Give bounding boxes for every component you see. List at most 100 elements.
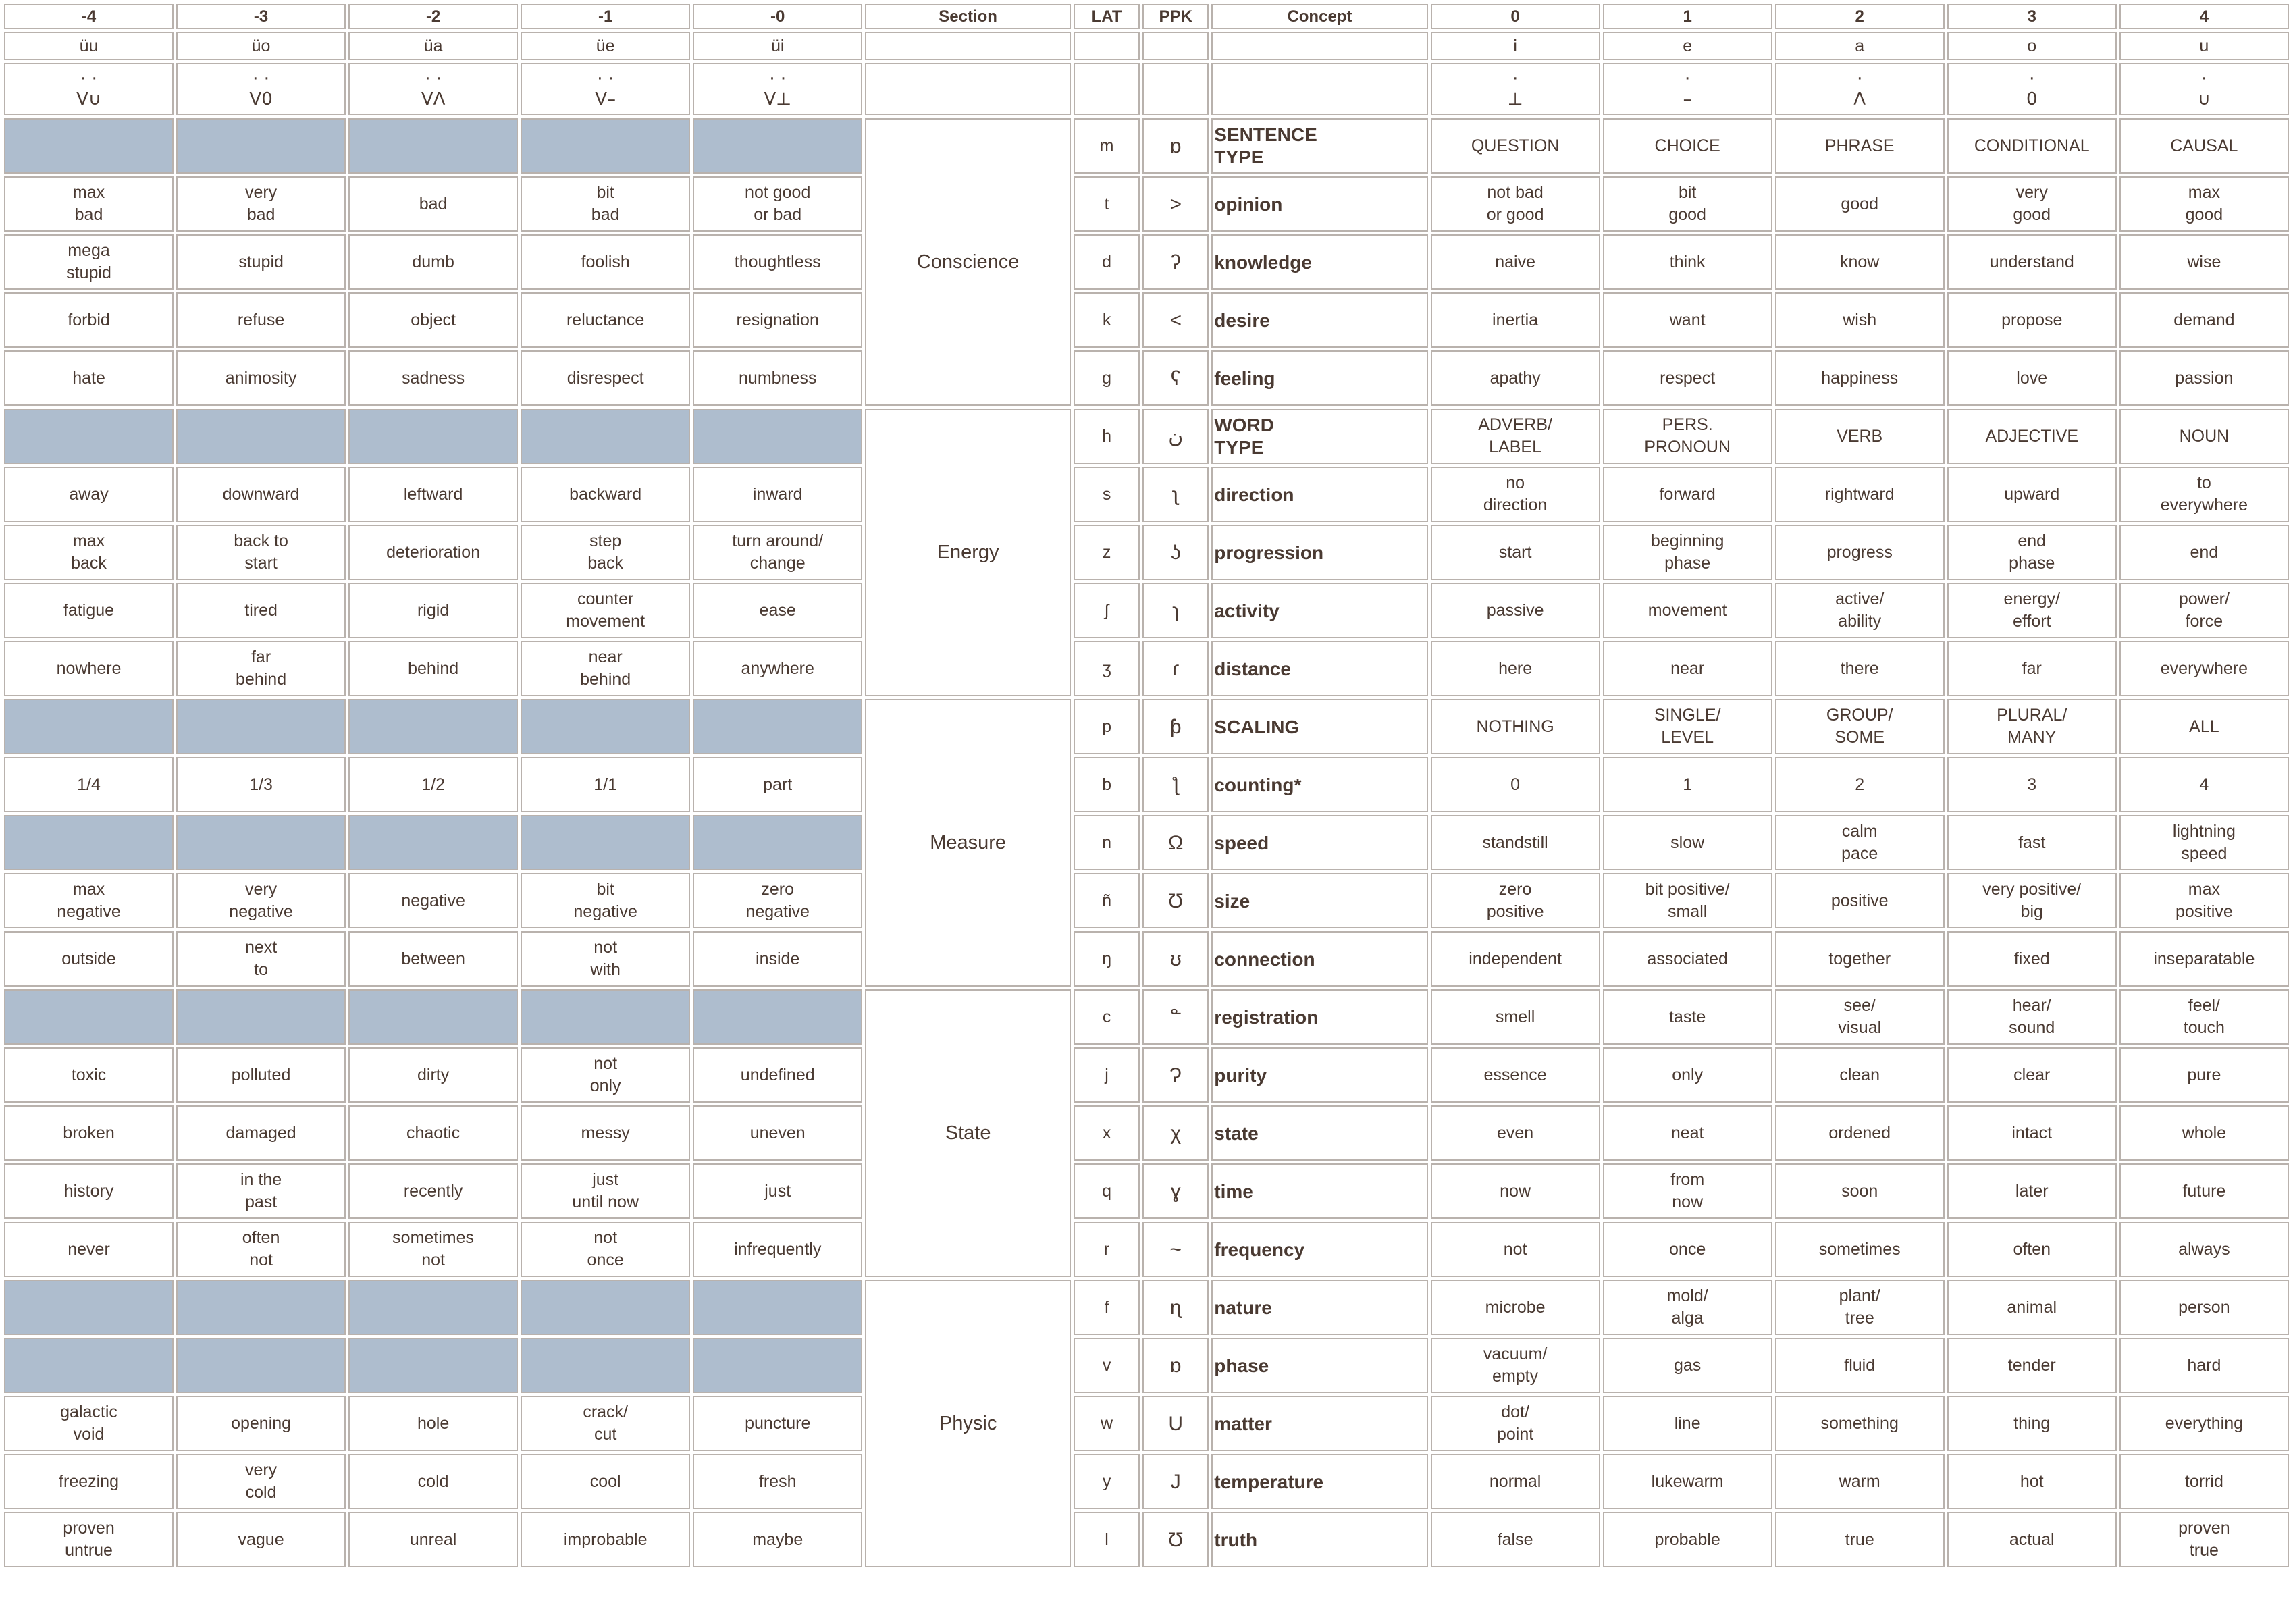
negative-value-cell-text: object xyxy=(411,310,456,330)
negative-value-cell-text: broken xyxy=(63,1123,115,1143)
positive-value-cell-text: happiness xyxy=(1821,368,1899,388)
negative-value-cell-text: numbness xyxy=(739,368,817,388)
positive-value-cell: see/ visual xyxy=(1774,989,1945,1045)
concept-name: knowledge xyxy=(1211,234,1428,290)
lat-letter-text: ʃ xyxy=(1105,600,1109,620)
positive-value-cell: end phase xyxy=(1947,525,2117,580)
positive-value-cell-text: whole xyxy=(2182,1123,2227,1143)
negative-value-cell: near behind xyxy=(521,641,691,696)
concept-name: registration xyxy=(1211,989,1428,1045)
positive-value-cell-text: want xyxy=(1669,310,1706,330)
negative-value-cell-text: polluted xyxy=(231,1065,291,1084)
positive-value-cell-text: very good xyxy=(2013,183,2051,224)
negative-value-cell: cold xyxy=(348,1454,519,1509)
positive-value-cell-text: calm pace xyxy=(1841,822,1878,863)
ppk-glyph-icon: > xyxy=(1169,192,1182,215)
concept-name: distance xyxy=(1211,641,1428,696)
positive-value-cell: mold/ alga xyxy=(1602,1280,1772,1335)
negative-value-cell-text: turn around/ change xyxy=(732,531,824,573)
negative-value-cell: forbid xyxy=(4,292,174,348)
negative-value-cell-text: 1/1 xyxy=(594,775,618,794)
vowel-glyph-icon: · 0 xyxy=(2026,69,2038,109)
concept-name-text: truth xyxy=(1214,1529,1258,1550)
positive-value-cell-text: far xyxy=(2022,658,2042,678)
ppk-glyph-cell: ƪ xyxy=(1142,757,1209,812)
negative-value-cell: fresh xyxy=(693,1454,863,1509)
positive-value-cell-text: apathy xyxy=(1490,368,1541,388)
positive-value-cell-text: very positive/ big xyxy=(1982,880,2082,921)
positive-value-cell: rightward xyxy=(1774,467,1945,522)
negative-value-cell: 1/1 xyxy=(521,757,691,812)
negative-value-cell-text: hole xyxy=(417,1413,450,1433)
positive-value-cell: understand xyxy=(1947,234,2117,290)
lat-letter: r xyxy=(1074,1222,1140,1277)
ppk-glyph-cell: ʊ xyxy=(1142,931,1209,987)
positive-value-cell-text: even xyxy=(1496,1123,1534,1143)
section-label-text: Physic xyxy=(939,1412,997,1434)
lat-letter-text: f xyxy=(1104,1297,1109,1317)
negative-value-cell: dirty xyxy=(348,1047,519,1103)
shaded-empty-cell xyxy=(4,1280,174,1335)
ppk-glyph-cell: Ʊ xyxy=(1142,1512,1209,1567)
positive-value-cell: not bad or good xyxy=(1430,176,1600,232)
concept-name-text: progression xyxy=(1214,542,1324,563)
negative-value-cell: inward xyxy=(693,467,863,522)
negative-value-cell-text: away xyxy=(69,484,109,504)
vowel-glyph-icon: · · VΛ xyxy=(421,69,446,109)
concept-name-text: WORD TYPE xyxy=(1214,415,1274,458)
ppk-glyph-icon: ʊ xyxy=(1169,947,1182,970)
ppk-glyph-icon: ɒ xyxy=(1169,1354,1182,1377)
positive-value-cell-text: respect xyxy=(1660,368,1716,388)
ppk-glyph-icon: ɒ xyxy=(1169,134,1182,157)
positive-value-cell-text: only xyxy=(1672,1065,1704,1084)
concept-name: state xyxy=(1211,1105,1428,1161)
lat-letter: z xyxy=(1074,525,1140,580)
positive-value-cell-text: wish xyxy=(1843,310,1877,330)
concept-name-text: knowledge xyxy=(1214,251,1312,273)
shaded-empty-cell xyxy=(521,118,691,174)
positive-value-cell-text: microbe xyxy=(1485,1297,1546,1317)
positive-value-cell: propose xyxy=(1947,292,2117,348)
negative-value-cell: improbable xyxy=(521,1512,691,1567)
positive-value-cell: from now xyxy=(1602,1163,1772,1219)
shaded-empty-cell xyxy=(176,989,346,1045)
positive-value-cell-text: not bad or good xyxy=(1486,183,1544,224)
positive-value-cell-text: SINGLE/ LEVEL xyxy=(1654,706,1721,747)
lat-letter: s xyxy=(1074,467,1140,522)
positive-value-cell-text: hear/ sound xyxy=(2009,996,2055,1037)
positive-value-cell: apathy xyxy=(1430,350,1600,406)
positive-value-cell-text: end phase xyxy=(2009,531,2055,573)
negative-value-cell: counter movement xyxy=(521,583,691,638)
positive-value-cell-text: energy/ effort xyxy=(2003,590,2060,631)
positive-value-cell-text: pure xyxy=(2187,1065,2221,1084)
negative-value-cell-text: chaotic xyxy=(406,1123,460,1143)
negative-value-cell: polluted xyxy=(176,1047,346,1103)
negative-value-cell: disrespect xyxy=(521,350,691,406)
concept-name-text: SENTENCE TYPE xyxy=(1214,124,1317,167)
lat-letter-text: t xyxy=(1104,194,1109,213)
negative-value-cell-text: backward xyxy=(569,484,642,504)
negative-value-cell-text: in the past xyxy=(240,1170,282,1211)
negative-value-cell: not with xyxy=(521,931,691,987)
positive-value-cell: bit good xyxy=(1602,176,1772,232)
positive-value-cell-text: line xyxy=(1674,1413,1701,1433)
positive-value-cell-text: PHRASE xyxy=(1824,136,1895,155)
lat-letter-text: h xyxy=(1102,426,1112,446)
positive-value-cell: SINGLE/ LEVEL xyxy=(1602,699,1772,754)
negative-value-cell: just until now xyxy=(521,1163,691,1219)
negative-value-cell: numbness xyxy=(693,350,863,406)
concept-name-text: distance xyxy=(1214,658,1291,679)
positive-value-cell: ADVERB/ LABEL xyxy=(1430,409,1600,464)
positive-value-cell-text: ADVERB/ LABEL xyxy=(1478,415,1552,456)
positive-value-cell: something xyxy=(1774,1396,1945,1451)
negative-value-cell-text: 1/3 xyxy=(249,775,273,794)
shaded-empty-cell xyxy=(4,699,174,754)
positive-value-cell-text: 1 xyxy=(1683,775,1693,794)
negative-value-cell-text: max negative xyxy=(57,880,121,921)
positive-value-cell: often xyxy=(1947,1222,2117,1277)
negative-value-cell: tired xyxy=(176,583,346,638)
positive-value-cell: normal xyxy=(1430,1454,1600,1509)
